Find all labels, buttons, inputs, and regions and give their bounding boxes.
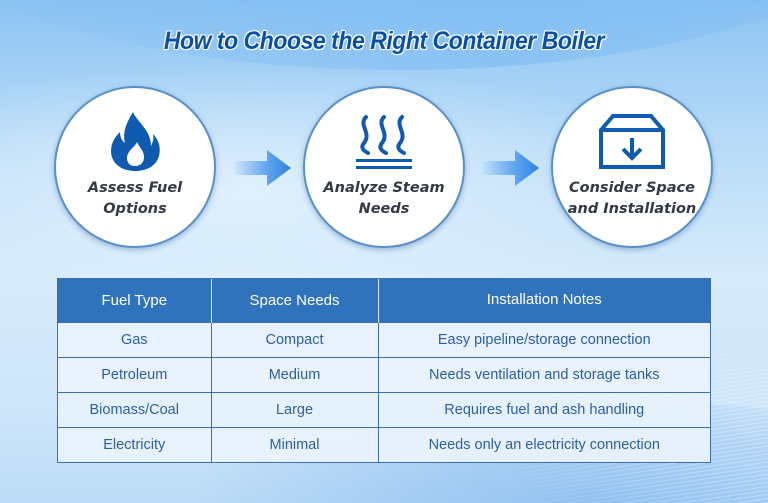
cell-installation-notes: Requires fuel and ash handling xyxy=(378,391,710,427)
flame-icon xyxy=(107,110,163,172)
cell-fuel-type: Petroleum xyxy=(58,356,212,392)
step-assess-fuel: Assess Fuel Options xyxy=(54,86,216,248)
cell-installation-notes: Needs only an electricity connection xyxy=(378,426,710,462)
table-header-row: Fuel Type Space Needs Installation Notes xyxy=(58,279,710,322)
step-label-line1: Consider Space xyxy=(569,180,695,196)
header-installation-notes: Installation Notes xyxy=(378,279,710,322)
box-download-icon xyxy=(597,110,667,172)
step-label: Assess Fuel Options xyxy=(60,178,210,220)
cell-space-needs: Compact xyxy=(211,321,379,357)
step-label: Consider Space and Installation xyxy=(557,178,707,220)
table-row: Electricity Minimal Needs only an electr… xyxy=(58,426,710,462)
cell-fuel-type: Gas xyxy=(58,321,212,357)
step-label-line2: Options xyxy=(103,201,167,217)
table-row: Biomass/Coal Large Requires fuel and ash… xyxy=(58,391,710,427)
cell-space-needs: Minimal xyxy=(211,426,379,462)
table-row: Gas Compact Easy pipeline/storage connec… xyxy=(58,321,710,357)
cell-fuel-type: Electricity xyxy=(58,426,212,462)
cell-installation-notes: Needs ventilation and storage tanks xyxy=(378,356,710,392)
step-consider-space: Consider Space and Installation xyxy=(551,86,713,248)
step-label-line2: Needs xyxy=(358,201,410,217)
cell-installation-notes: Easy pipeline/storage connection xyxy=(378,321,710,357)
header-fuel-type: Fuel Type xyxy=(58,279,212,322)
step-label: Analyze Steam Needs xyxy=(309,178,459,220)
step-label-line2: and Installation xyxy=(567,201,697,217)
fuel-comparison-table: Fuel Type Space Needs Installation Notes… xyxy=(57,278,711,463)
arrow-right-icon xyxy=(481,150,539,186)
cell-space-needs: Large xyxy=(211,391,379,427)
cell-space-needs: Medium xyxy=(211,356,379,392)
step-label-line1: Analyze Steam xyxy=(323,180,445,196)
step-analyze-steam: Analyze Steam Needs xyxy=(303,86,465,248)
steam-icon xyxy=(354,110,414,172)
table-row: Petroleum Medium Needs ventilation and s… xyxy=(58,356,710,392)
arrow-right-icon xyxy=(233,150,291,186)
header-space-needs: Space Needs xyxy=(211,279,379,322)
cell-fuel-type: Biomass/Coal xyxy=(58,391,212,427)
page-title: How to Choose the Right Container Boiler xyxy=(163,27,605,55)
step-label-line1: Assess Fuel xyxy=(87,180,183,196)
